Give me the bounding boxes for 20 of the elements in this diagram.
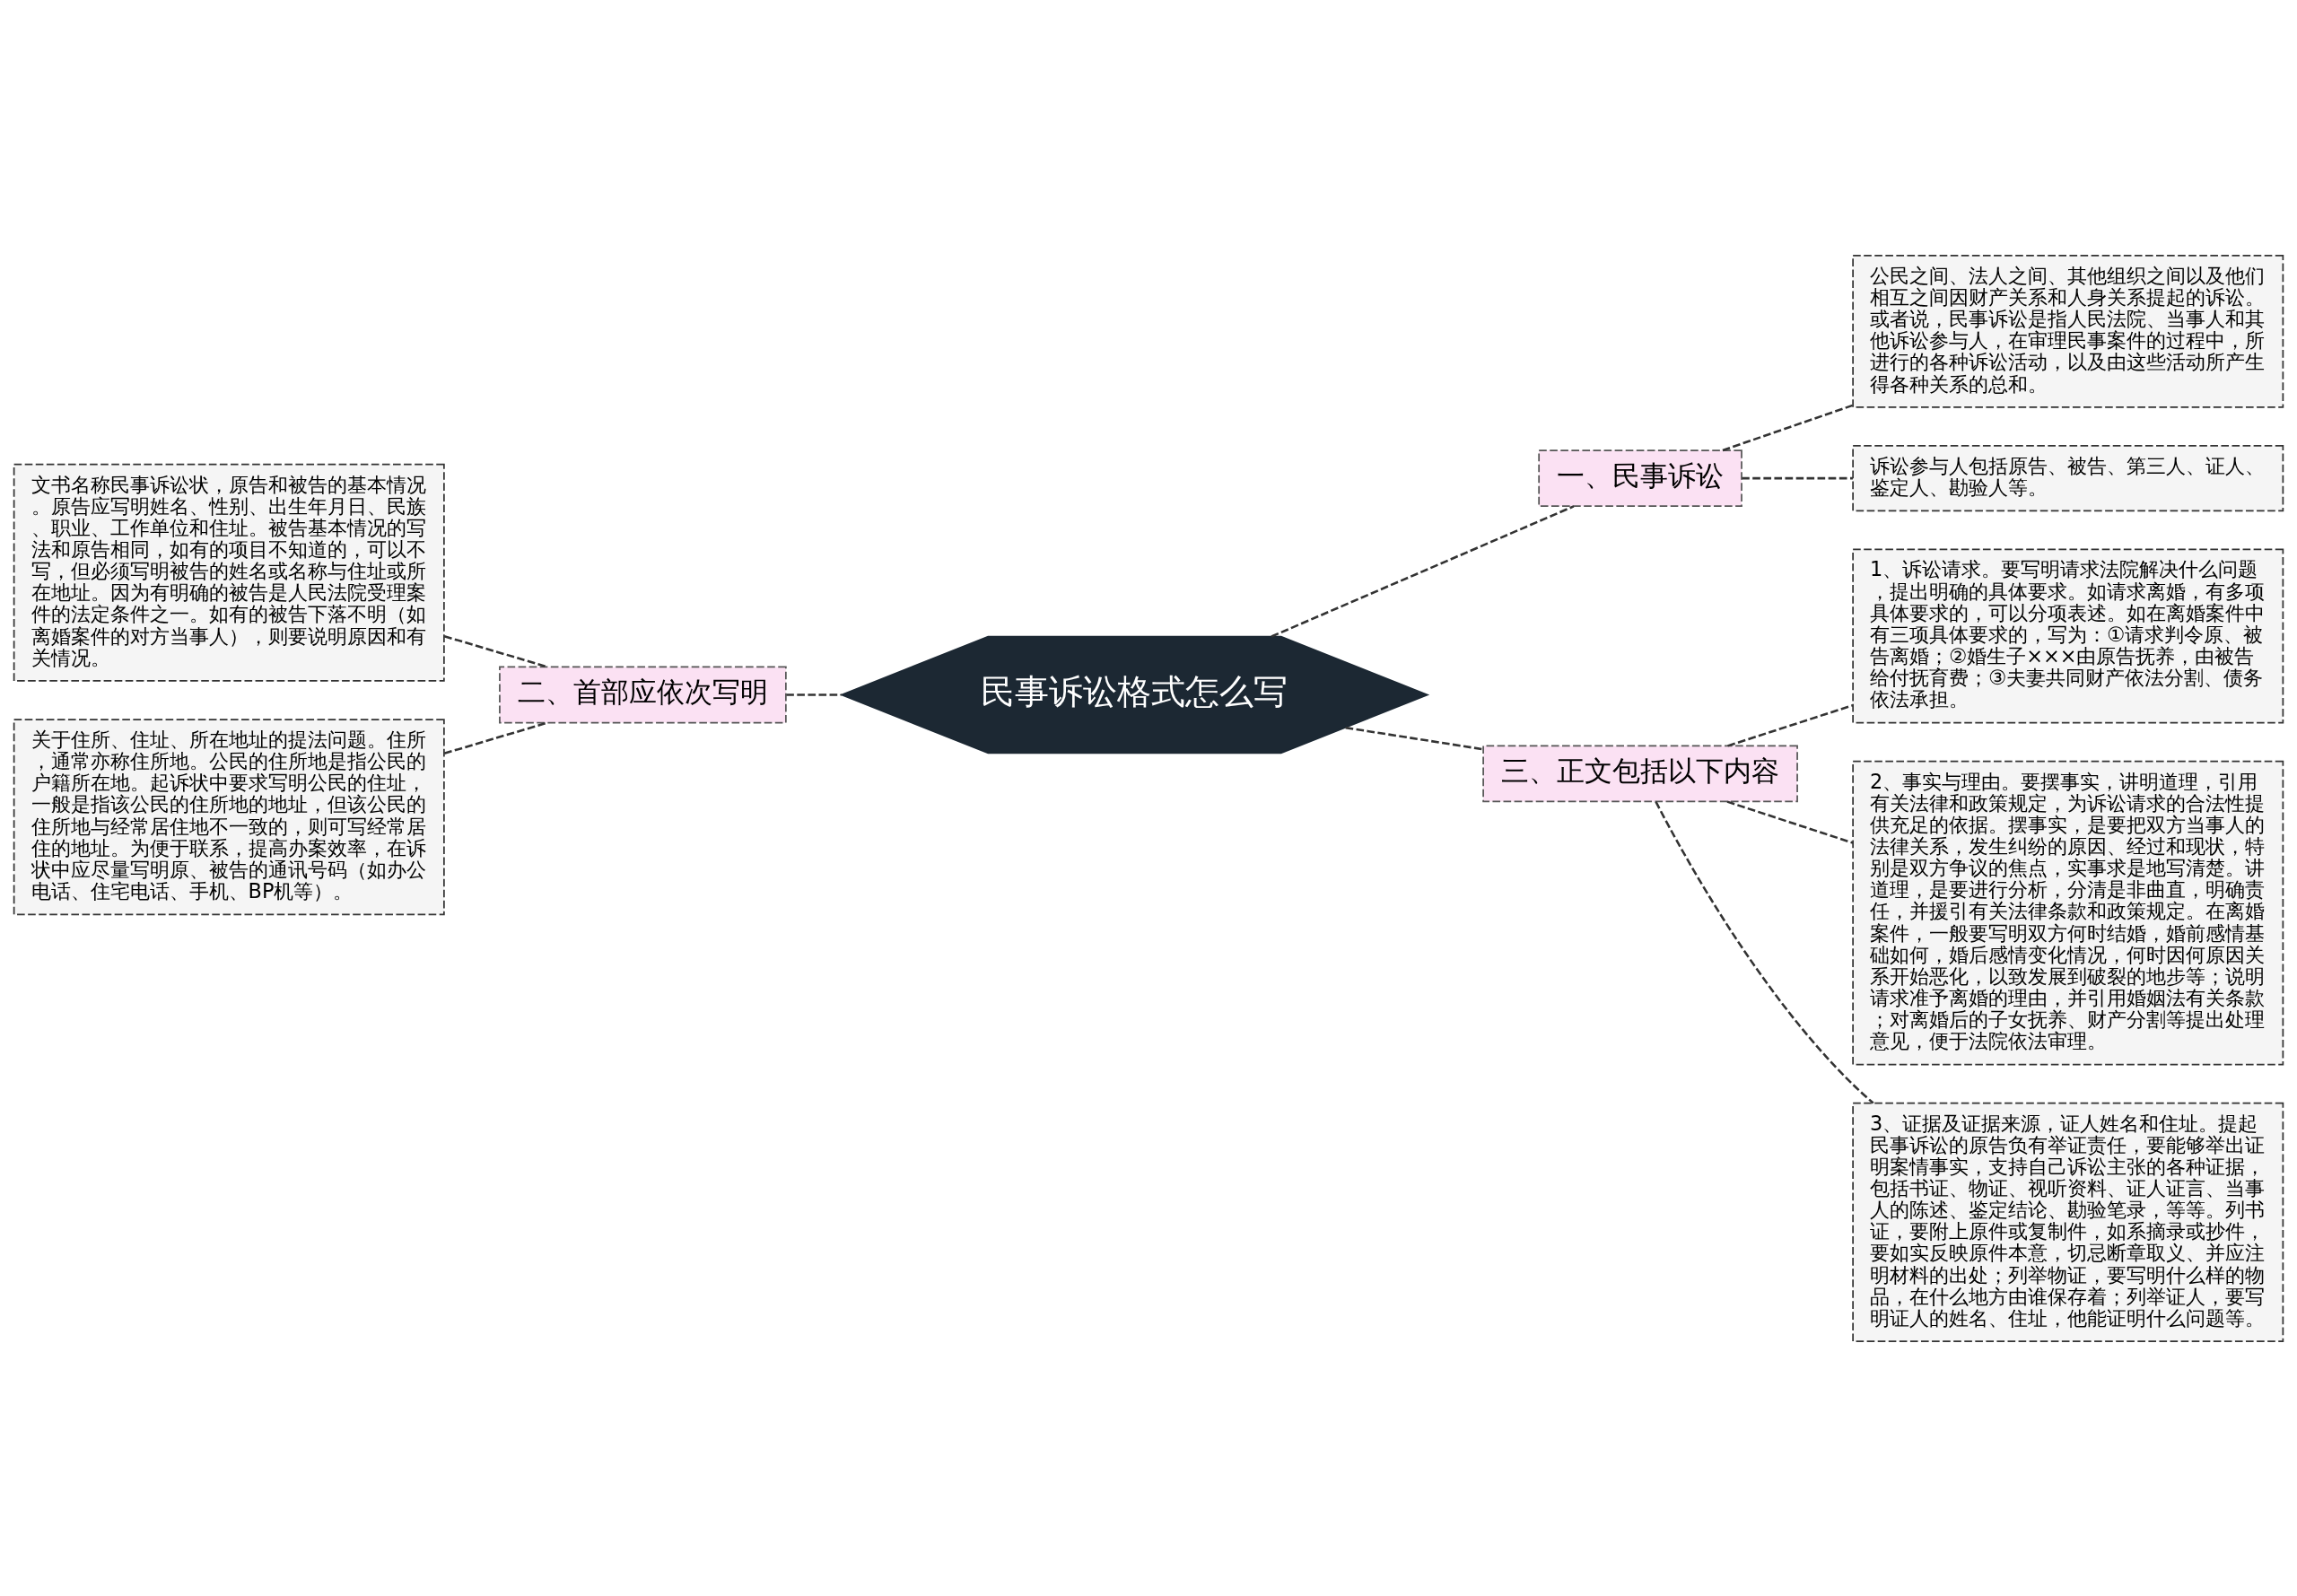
node-box: 2、事实与理由。要摆事实，讲明道理，引用有关法律和政策规定，为诉讼请求的合法性提供充足的依据。摆事实，是要把双方当事人的法律关系，发生纠纷的原因、经过和现状，特别是双方争议的焦点，实事求是地写清楚。讲道理，是要进行分析，分清是非曲直，明确责任，并援引有关法律条款和政策规定。在离婚案件，一般要写明双方何时结婚，婚前感情基础如何，婚后感情变化情况，何时因何原因关系开始恶化，以致发展到破裂的地步等；说明请求准予离婚的理由，并引用婚姻法有关条款；对离婚后的子女抚养、财产分割等提出处理意见，便于法院依法审理。 bbox=[1852, 760, 2284, 1065]
connector bbox=[1655, 800, 1874, 1104]
node-box: 诉讼参与人包括原告、被告、第三人、证人、鉴定人、勘验人等。 bbox=[1852, 444, 2284, 511]
connector bbox=[443, 634, 548, 668]
connector bbox=[1722, 404, 1854, 451]
node-box: 三、正文包括以下内容 bbox=[1482, 745, 1798, 802]
connector bbox=[1726, 799, 1854, 844]
node-box: 公民之间、法人之间、其他组织之间以及他们相互之间因财产关系和人身关系提起的诉讼。或者说，民事诉讼是指人民法院、当事人和其他诉讼参与人，在审理民事案件的过程中，所进行的各种诉讼活动，以及由这些活动所产生得各种关系的总和。 bbox=[1852, 254, 2284, 408]
connector bbox=[443, 720, 548, 754]
node-box: 1、诉讼请求。要写明请求法院解决什么问题，提出明确的具体要求。如请求离婚，有多项具体要求的，可以分项表述。如在离婚案件中有三项具体要求的，写为：①请求判令原、被告离婚；②婚生子×××由原告抚养，由被告给付抚育费；③夫妻共同财产依法分割、债务依法承担。 bbox=[1852, 548, 2284, 723]
connector bbox=[786, 693, 842, 696]
connector bbox=[1742, 476, 1853, 479]
node-box: 一、民事诉讼 bbox=[1538, 449, 1742, 507]
node-box: 文书名称民事诉讼状，原告和被告的基本情况。原告应写明姓名、性别、出生年月日、民族、职业、工作单位和住址。被告基本情况的写法和原告相同，如有的项目不知道的，可以不写，但必须写明被告的姓名或名称与住址或所在地址。因为有明确的被告是人民法院受理案件的法定条件之一。如有的被告下落不明（如离婚案件的对方当事人），则要说明原因和有关情况。 bbox=[13, 463, 445, 682]
node-box: 二、首部应依次写明 bbox=[499, 666, 787, 723]
node-box: 关于住所、住址、所在地址的提法问题。住所，通常亦称住所地。公民的住所地是指公民的户籍所在地。起诉状中要求写明公民的住址，一般是指该公民的住所地的地址，但该公民的住所地与经常居住地不一致的，则可写经常居住的地址。为便于联系，提高办案效率，在诉状中应尽量写明原、被告的通讯号码（如办公电话、住宅电话、手机、BP机等）。 bbox=[13, 718, 445, 915]
connector bbox=[1345, 726, 1484, 750]
node-box: 3、证据及证据来源，证人姓名和住址。提起民事诉讼的原告负有举证责任，要能够举出证明案情事实，支持自己诉讼主张的各种证据，包括书证、物证、视听资料、证人证言、当事人的陈述、鉴定结论、勘验笔录，等等。列书证，要附上原件或复制件，如系摘录或抄件，要如实反映原件本意，切忌断章取义、并应注明材料的出处；列举物证，要写明什么样的物品，在什么地方由谁保存着；列举证人，要写明证人的姓名、住址，他能证明什么问题等。 bbox=[1852, 1102, 2284, 1342]
connector bbox=[1271, 504, 1575, 638]
connector bbox=[1727, 703, 1854, 747]
